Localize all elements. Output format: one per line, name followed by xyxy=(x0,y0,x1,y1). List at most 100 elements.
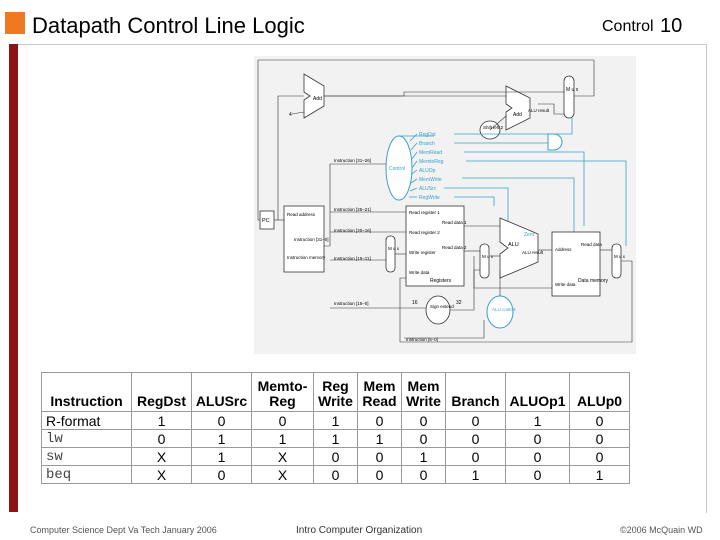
cell-value: 1 xyxy=(313,411,358,430)
signal-memwrite: MemWrite xyxy=(419,177,442,183)
label-sign-extend: Sign extend xyxy=(430,304,454,309)
alu-control xyxy=(486,295,514,329)
branch-and-gate xyxy=(547,133,563,151)
label-control: Control xyxy=(389,166,405,172)
label-thirtytwo: 32 xyxy=(456,300,462,306)
label-write-reg: Write register xyxy=(409,250,436,255)
cell-value: 0 xyxy=(505,447,570,466)
label-address: Address xyxy=(555,247,572,252)
cell-value: 0 xyxy=(251,411,314,430)
cell-value: 0 xyxy=(445,411,506,430)
register-file xyxy=(405,205,465,287)
cell-value: 0 xyxy=(569,429,630,448)
cell-value: 0 xyxy=(313,465,358,484)
cell-value: 0 xyxy=(401,429,446,448)
signal-regdst: RegDst xyxy=(419,132,436,138)
cell-value: 0 xyxy=(357,411,402,430)
cell-value: 1 xyxy=(191,447,252,466)
label-read-reg1: Read register 1 xyxy=(409,210,440,215)
cell-value: 1 xyxy=(131,411,192,430)
mux-regdst xyxy=(385,235,396,273)
label-pc: PC xyxy=(262,218,270,224)
label-data-memory: Data memory xyxy=(578,278,609,284)
adder-pc4 xyxy=(303,73,325,119)
mux-pc xyxy=(563,75,575,119)
cell-value: X xyxy=(131,447,192,466)
cell-value: 1 xyxy=(191,429,252,448)
sign-extend xyxy=(425,295,451,325)
header-aluop1: ALUOp1 xyxy=(505,372,570,412)
label-mux-top: M u x xyxy=(566,87,579,93)
cell-value: X xyxy=(251,465,314,484)
label-instr-31-26: Instruction [31–26] xyxy=(334,158,371,163)
data-memory xyxy=(551,231,601,297)
table-row: sw X 1 X 0 0 1 0 0 0 xyxy=(41,447,630,466)
label-mux-regdst: M u x xyxy=(388,246,400,251)
label-alu-result: ALU result xyxy=(522,250,544,255)
label-instr-25-21: Instruction [25–21] xyxy=(334,207,371,212)
title-accent-square xyxy=(5,12,25,34)
datapath-diagram: Add 4 Add ALU result Shift left 2 M u x … xyxy=(254,56,636,354)
header-regdst: RegDst xyxy=(131,372,192,412)
label-alu: ALU xyxy=(508,242,519,248)
header-instruction: Instruction xyxy=(41,372,132,412)
cell-value: 0 xyxy=(313,447,358,466)
label-write-data-mem: Write data xyxy=(555,282,576,287)
cell-value: 0 xyxy=(445,447,506,466)
cell-value: X xyxy=(131,465,192,484)
mux-memtoreg xyxy=(611,243,622,279)
cell-instruction: sw xyxy=(41,447,132,466)
signal-memread: MemRead xyxy=(419,150,442,156)
content-frame xyxy=(18,44,707,513)
label-read-data2: Read data 2 xyxy=(442,245,467,250)
datapath-svg: Add 4 Add ALU result Shift left 2 M u x … xyxy=(257,59,633,343)
label-sixteen: 16 xyxy=(412,300,418,306)
header-branch: Branch xyxy=(445,372,506,412)
cell-value: 1 xyxy=(251,429,314,448)
signal-regwrite: RegWrite xyxy=(419,195,440,201)
label-four: 4 xyxy=(289,112,292,118)
label-read-data1: Read data 1 xyxy=(442,220,467,225)
signal-aluop: ALUOp xyxy=(419,168,436,174)
label-zero: Zero xyxy=(524,232,535,238)
footer-left: Computer Science Dept Va Tech January 20… xyxy=(30,525,217,535)
table-row: R-format 1 0 0 1 0 0 0 1 0 xyxy=(41,411,630,430)
cell-value: 0 xyxy=(505,429,570,448)
label-instr-15-0: Instruction [15–0] xyxy=(334,301,369,306)
cell-value: 1 xyxy=(445,465,506,484)
label-read-address: Read address xyxy=(287,212,316,217)
cell-instruction: beq xyxy=(41,465,132,484)
cell-instruction: R-format xyxy=(41,411,132,430)
signal-alusrc: ALUSrc xyxy=(419,186,437,192)
cell-value: 0 xyxy=(191,465,252,484)
label-write-data: Write data xyxy=(409,270,430,275)
header-memtoreg: Memto-Reg xyxy=(251,372,314,412)
header-aluop0: ALUp0 xyxy=(569,372,630,412)
cell-instruction: lw xyxy=(41,429,132,448)
table-row: lw 0 1 1 1 1 0 0 0 0 xyxy=(41,429,630,448)
mux-alusrc xyxy=(479,243,490,279)
label-registers: Registers xyxy=(430,278,452,284)
table-row: beq X 0 X 0 0 0 1 0 1 xyxy=(41,465,630,484)
slide-title: Datapath Control Line Logic xyxy=(32,13,305,38)
instruction-memory xyxy=(283,205,325,273)
cell-value: 0 xyxy=(569,447,630,466)
left-accent-bar xyxy=(9,44,18,512)
cell-value: 1 xyxy=(505,411,570,430)
signal-branch: Branch xyxy=(419,141,435,147)
label-add1: Add xyxy=(313,96,322,102)
cell-value: 0 xyxy=(401,411,446,430)
cell-value: 0 xyxy=(191,411,252,430)
label-add2: Add xyxy=(513,112,522,118)
cell-value: 0 xyxy=(505,465,570,484)
slide-number: 10 xyxy=(660,15,683,37)
cell-value: X xyxy=(251,447,314,466)
header-alusrc: ALUSrc xyxy=(191,372,252,412)
cell-value: 0 xyxy=(357,447,402,466)
cell-value: 1 xyxy=(569,465,630,484)
signal-memtoreg: MemtoReg xyxy=(419,159,444,165)
